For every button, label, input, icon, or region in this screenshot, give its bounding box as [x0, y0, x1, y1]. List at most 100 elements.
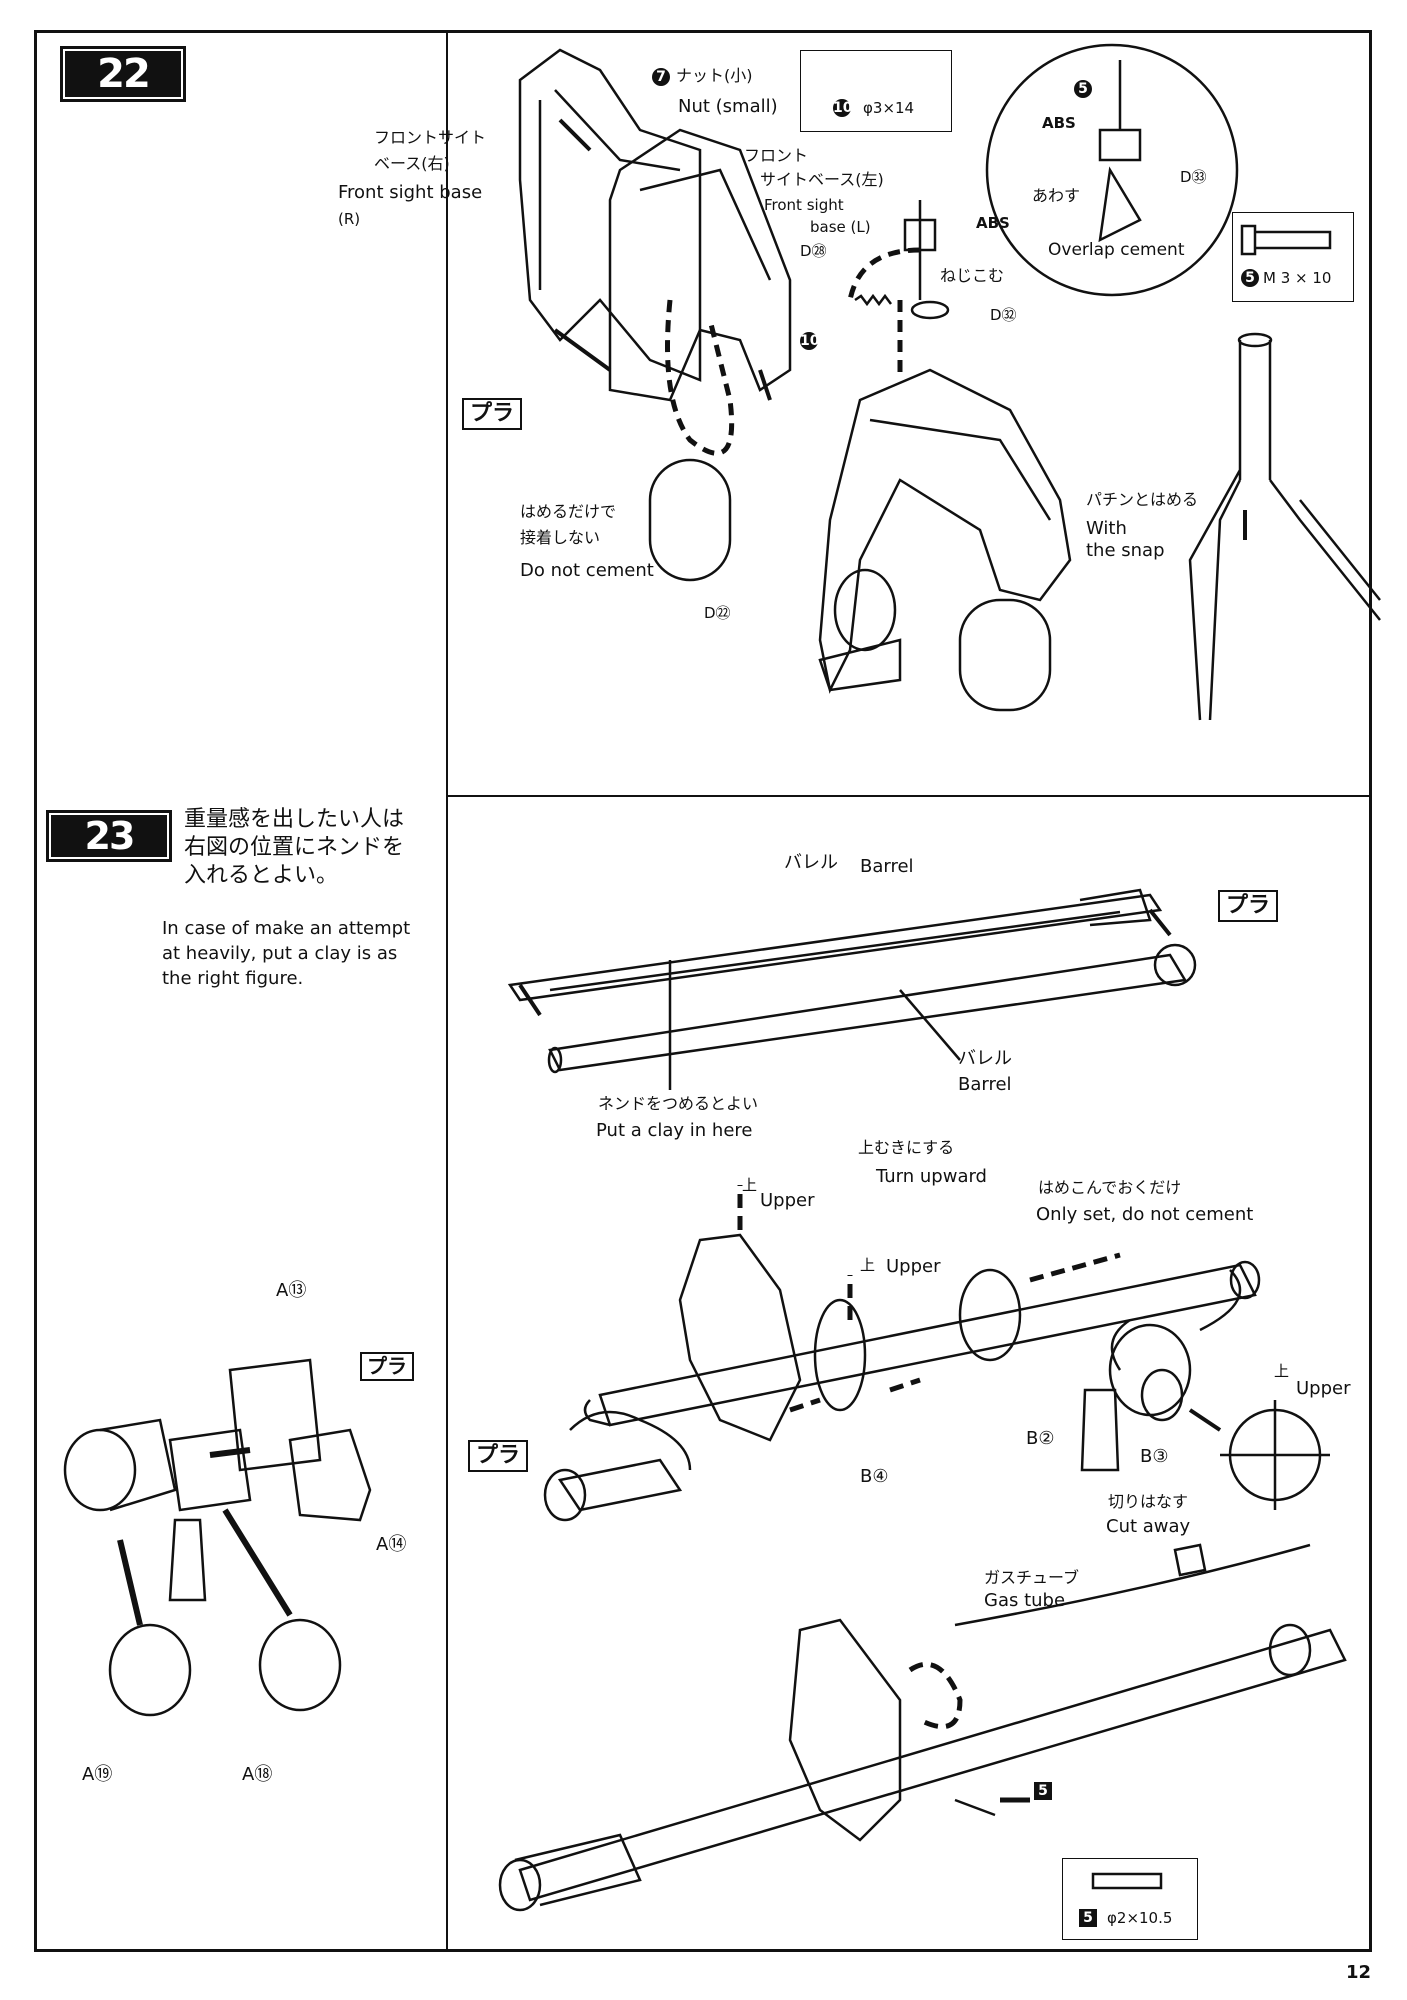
muzzle-part-a13-drawing — [228, 1358, 322, 1472]
pura-tube-barrel-label: プラ — [1218, 890, 1279, 922]
part-d32-label: D㉜ — [990, 306, 1017, 324]
spring-part-spec: φ3×14 — [863, 99, 915, 117]
turn-upward-label-en: Turn upward — [876, 1166, 987, 1187]
step-23-number: 23 — [51, 815, 167, 857]
lower-barrel-assembly-drawing — [518, 1628, 1347, 1902]
barrel-bottom-label-jp: バレル — [958, 1048, 1012, 1069]
abs-tube-detail-label: ABS — [1042, 114, 1076, 132]
front-sight-assembly-drawing — [818, 368, 1072, 694]
fsb-l-label-en-1: Front sight — [764, 196, 844, 214]
snap-label-en-2: the snap — [1086, 540, 1165, 561]
part-d28-label: D㉘ — [800, 242, 827, 260]
upper2-label-jp: 上 — [860, 1256, 876, 1274]
barrel-half-drawing — [507, 893, 1163, 1002]
overlap-label-jp: あわす — [1032, 186, 1081, 205]
section-divider — [446, 795, 1370, 797]
screw-part-box: 5 M 3 × 10 — [1232, 212, 1354, 302]
barrel-assembly-drawing — [598, 1263, 1257, 1427]
part-b4-label: B④ — [860, 1466, 889, 1487]
barrel-drawing — [548, 953, 1188, 1072]
muzzle-part-a19-top-drawing — [63, 1428, 137, 1512]
cap-b3-drawing — [1108, 1323, 1192, 1417]
step23-note-jp-1: 重量感を出したい人は — [184, 807, 405, 832]
step-22-badge: 22 — [60, 46, 186, 102]
spring-ref-number: 10 — [800, 332, 820, 350]
fsb-r-label-jp-2: ベース(右) — [374, 154, 450, 173]
front-sight-base-right-drawing — [518, 48, 702, 382]
front-sight-base-left-drawing — [608, 128, 792, 402]
part-b3-label: B③ — [1140, 1446, 1169, 1467]
abs-tube-label: ABS — [976, 214, 1010, 232]
column-divider — [446, 32, 448, 1950]
pura-tube-flash-hider-label: プラ — [468, 1440, 529, 1472]
turn-upward-label-jp: 上むきにする — [858, 1138, 955, 1157]
barrel-bottom-label-en: Barrel — [958, 1074, 1012, 1095]
cut-away-label-en: Cut away — [1106, 1516, 1191, 1537]
muzzle-part-a14-drawing — [288, 1428, 372, 1522]
pin-ref-number: 5 — [1034, 1782, 1052, 1800]
muzzle-part-a19-drawing — [108, 1623, 192, 1717]
upper-label-en: Upper — [760, 1190, 815, 1211]
gas-tube-drawing — [954, 1543, 1311, 1627]
overlap-label-en: Overlap cement — [1048, 240, 1185, 260]
spring-ref-badge: 10 — [800, 330, 820, 350]
screw-part-spec: M 3 × 10 — [1263, 269, 1332, 287]
step23-note-jp-2: 右図の位置にネンドを — [184, 835, 405, 860]
nut-ref-number: 7 — [652, 68, 670, 86]
step23-note-jp-3: 入れるとよい。 — [184, 863, 339, 888]
sling-swivel-drawing — [648, 458, 732, 582]
screw-detail-ref-number: 5 — [1074, 80, 1092, 98]
nut-ref-badge: 7 — [652, 66, 670, 86]
page-frame — [34, 30, 1372, 1952]
part-a13-label: A⑬ — [276, 1280, 307, 1301]
upper3-label-en: Upper — [1296, 1378, 1351, 1399]
part-a14-label: A⑭ — [376, 1534, 407, 1555]
fsb-l-label-en-2: base (L) — [810, 218, 871, 236]
no-cement-label-jp-2: 接着しない — [520, 528, 601, 547]
screw-in-label: ねじこむ — [940, 266, 1005, 285]
snap-label-jp: パチンとはめる — [1086, 490, 1199, 509]
clay-label-en: Put a clay in here — [596, 1120, 753, 1141]
cut-away-label-jp: 切りはなす — [1108, 1492, 1189, 1511]
fsb-r-label-en: Front sight base — [338, 182, 483, 203]
snap-detail-drawing — [1188, 340, 1381, 721]
barrel-top-label-jp: バレル — [784, 852, 838, 873]
snap-label-en-1: With — [1086, 518, 1127, 539]
fsb-r-label-en-2: (R) — [338, 210, 361, 228]
glue-tube-drawing — [168, 1518, 207, 1602]
screw-detail-ref-badge: 5 — [1074, 78, 1092, 98]
pin-ref-badge: 5 — [1034, 1780, 1052, 1800]
pura-tube-label: プラ — [462, 398, 523, 430]
part-b2-label: B② — [1026, 1428, 1055, 1449]
step23-note-en-3: the right figure. — [162, 968, 304, 989]
gas-tube-label-jp: ガスチューブ — [984, 1568, 1080, 1587]
page-number: 12 — [1345, 1962, 1371, 1983]
pin-part-spec: φ2×10.5 — [1107, 1909, 1173, 1927]
step23-note-en-1: In case of make an attempt — [162, 918, 411, 939]
fsb-l-label-jp-2: サイトベース(左) — [760, 170, 884, 189]
set-only-label-jp: はめこんでおくだけ — [1038, 1178, 1182, 1197]
gas-tube-label-en: Gas tube — [984, 1590, 1066, 1611]
part-a19-label: A⑲ — [82, 1764, 113, 1785]
flash-hider-drawing — [557, 1458, 683, 1512]
detail-magnifier-circle — [985, 43, 1239, 297]
part-a18-label: A⑱ — [242, 1764, 273, 1785]
screw-part-number-badge: 5 — [1241, 269, 1259, 287]
upper3-label-jp: 上 — [1274, 1362, 1290, 1380]
upper2-label-en: Upper — [886, 1256, 941, 1277]
no-cement-label-jp-1: はめるだけで — [520, 502, 617, 521]
barrel-top-label-en: Barrel — [860, 856, 914, 877]
step-22-number: 22 — [65, 51, 181, 97]
fsb-l-label-jp-1: フロント — [744, 146, 809, 165]
nut-label-jp: ナット(小) — [676, 66, 753, 85]
step23-note-en-2: at heavily, put a clay is as — [162, 943, 398, 964]
clay-label-jp: ネンドをつめるとよい — [598, 1094, 759, 1113]
nut-label-en: Nut (small) — [678, 96, 778, 117]
pura-tube-a13-label: プラ — [360, 1352, 414, 1381]
step-23-badge: 23 — [46, 810, 172, 862]
set-only-label-en: Only set, do not cement — [1036, 1204, 1254, 1225]
spring-part-box: 10 φ3×14 — [800, 50, 952, 132]
upper-label-jp: 上 — [742, 1176, 758, 1194]
part-d22-label: D㉒ — [704, 604, 731, 622]
